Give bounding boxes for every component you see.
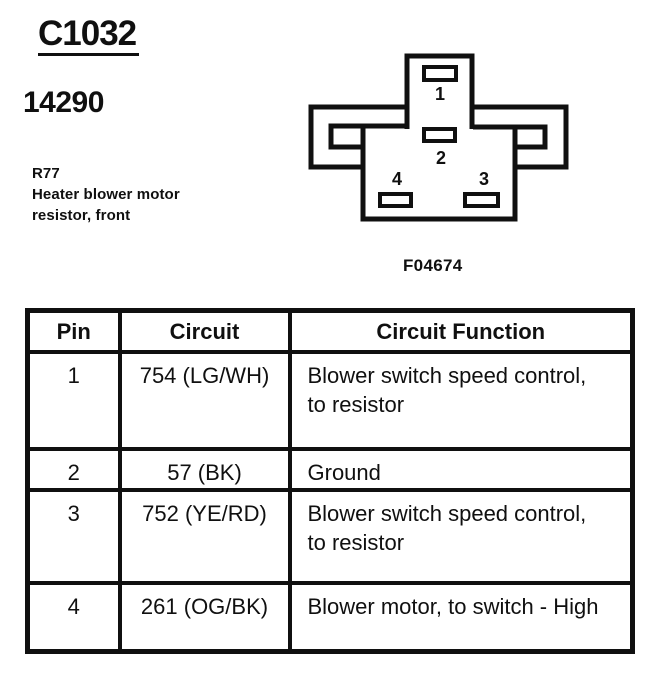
- circuit-function-value: Blower motor, to switch - High: [287, 581, 635, 653]
- table-row: 4 261 (OG/BK) Blower motor, to switch - …: [25, 581, 635, 653]
- circuit-value: 261 (OG/BK): [117, 581, 292, 653]
- pin-value: 4: [25, 581, 122, 653]
- col-header-pin: Pin: [25, 308, 122, 354]
- part-number: 14290: [23, 86, 104, 119]
- pin-3-label: 3: [479, 169, 489, 189]
- col-header-circuit: Circuit: [117, 308, 292, 354]
- pinout-header-row: Pin Circuit Circuit Function: [25, 308, 635, 354]
- component-desc-line1: Heater blower motor: [32, 186, 180, 203]
- pin-3-slot: [463, 192, 500, 208]
- pin-2-slot: [422, 127, 457, 143]
- table-row: 1 754 (LG/WH) Blower switch speed contro…: [25, 350, 635, 451]
- circuit-value: 57 (BK): [117, 447, 292, 492]
- pin-4-slot: [378, 192, 413, 208]
- pin-4-label: 4: [392, 169, 402, 189]
- connector-right-notch-line: [473, 124, 548, 150]
- pinout-table-container: Pin Circuit Circuit Function 1 754 (LG/W…: [25, 308, 635, 654]
- circuit-value: 754 (LG/WH): [117, 350, 292, 451]
- pinout-table: Pin Circuit Circuit Function 1 754 (LG/W…: [25, 308, 635, 654]
- pin-value: 3: [25, 488, 122, 585]
- pin-2-label: 2: [436, 148, 446, 168]
- connector-top-tab-outline: [404, 53, 475, 129]
- pin-value: 2: [25, 447, 122, 492]
- pin-1-slot: [422, 65, 458, 82]
- circuit-function-value: Ground: [287, 447, 635, 492]
- connector-right-wing-outline: [470, 104, 569, 170]
- pin-1-label: 1: [435, 84, 445, 104]
- table-row: 2 57 (BK) Ground: [25, 447, 635, 492]
- connector-body-outline: [360, 126, 518, 222]
- col-header-circuit-function: Circuit Function: [287, 308, 635, 354]
- circuit-value: 752 (YE/RD): [117, 488, 292, 585]
- connector-id-heading: C1032: [38, 16, 140, 56]
- connector-left-notch-line: [328, 123, 406, 150]
- component-desc-line2: resistor, front: [32, 207, 131, 224]
- component-code: R77: [32, 165, 60, 182]
- connector-id-text: C1032: [38, 16, 140, 56]
- figure-number: F04674: [403, 256, 463, 275]
- circuit-function-value: Blower switch speed control, to resistor: [287, 488, 635, 585]
- table-row: 3 752 (YE/RD) Blower switch speed contro…: [25, 488, 635, 585]
- pin-value: 1: [25, 350, 122, 451]
- component-description: R77 Heater blower motor resistor, front: [32, 163, 180, 226]
- connector-left-wing-outline: [308, 104, 409, 170]
- circuit-function-value: Blower switch speed control, to resistor: [287, 350, 635, 451]
- connector-face-diagram: 1 2 3 4: [308, 53, 569, 222]
